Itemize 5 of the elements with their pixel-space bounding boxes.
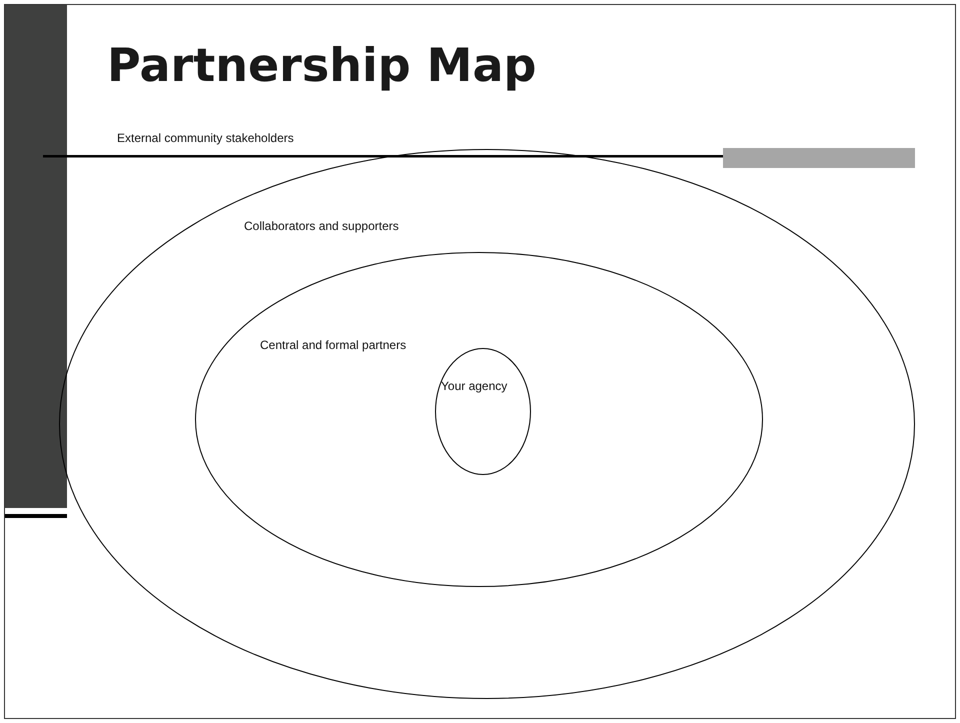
layer-label: External community stakeholders — [117, 131, 294, 145]
ring-label: Central and formal partners — [260, 338, 406, 352]
ring-label: Your agency — [441, 379, 508, 393]
ring-label: Collaborators and supporters — [244, 219, 399, 233]
slide-title: Partnership Map — [107, 38, 536, 92]
